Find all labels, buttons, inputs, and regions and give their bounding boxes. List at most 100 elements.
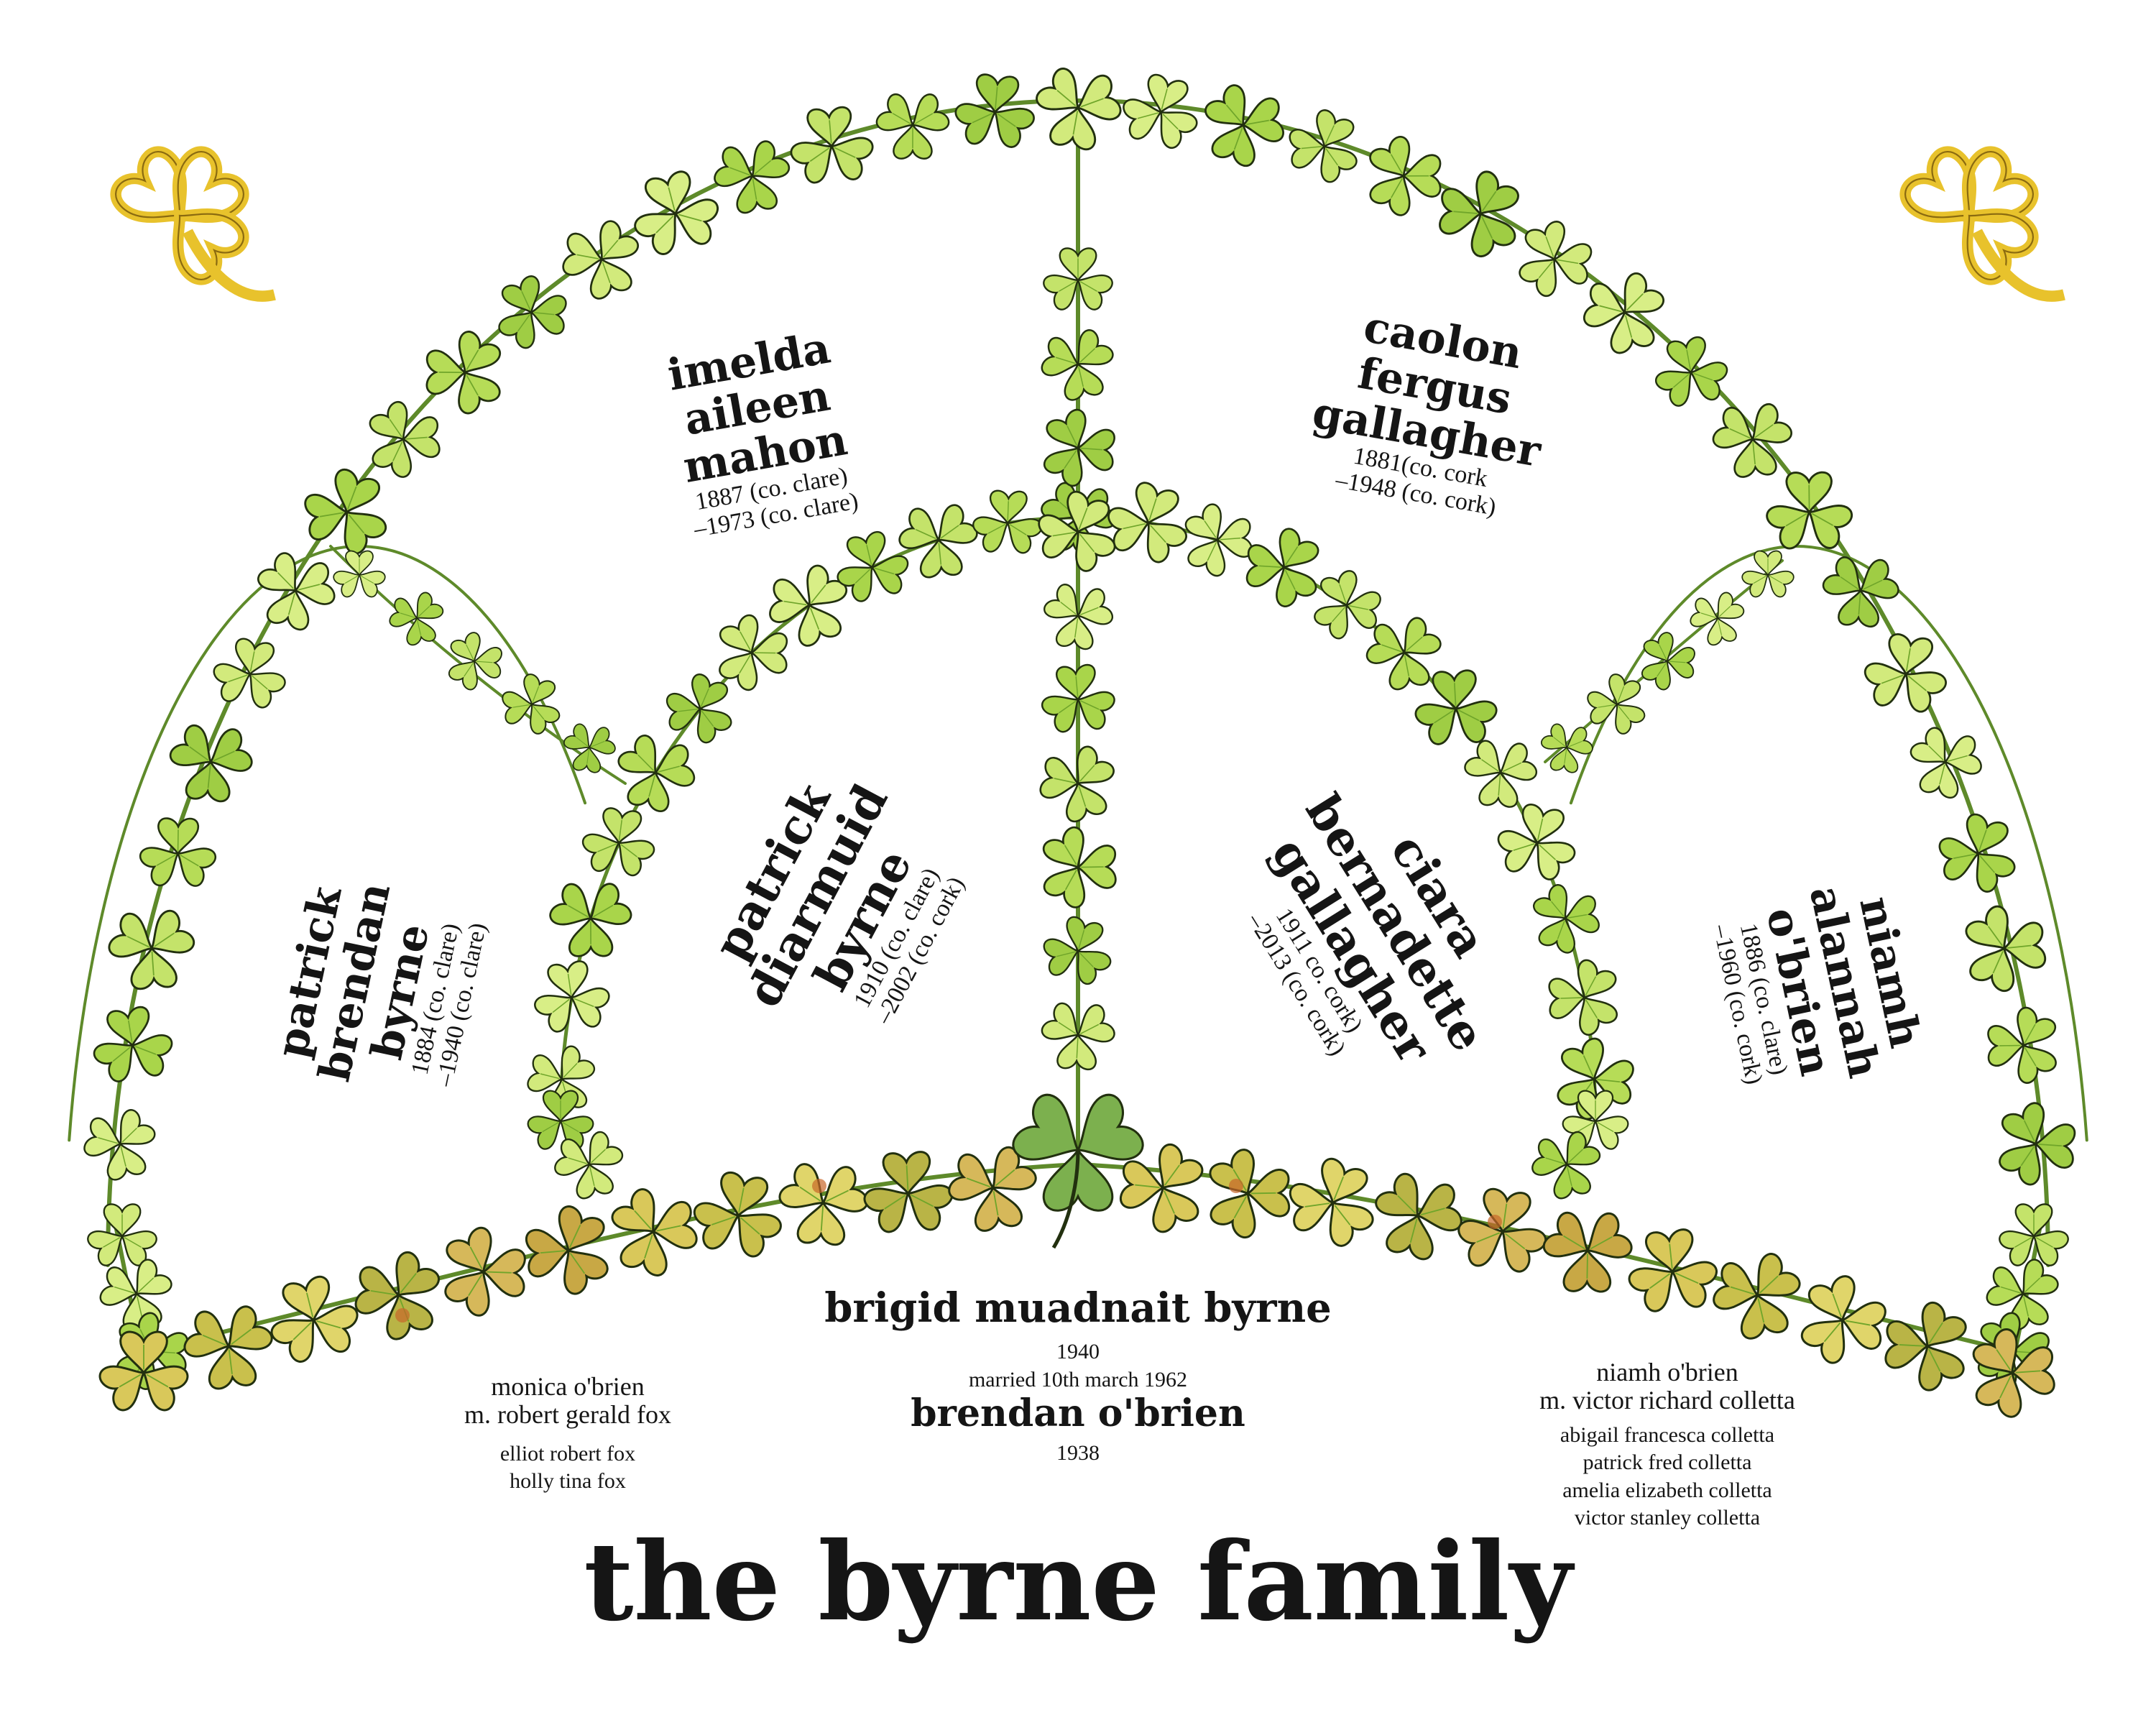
shamrock-icon [1654,336,1728,407]
shamrock-icon [948,1146,1037,1232]
celtic-knot-shamrock-icon [110,146,276,302]
shamrock-icon [1533,884,1600,954]
center-married: married 10th march 1962 [968,1367,1188,1392]
shamrock-icon [1043,247,1113,310]
shamrock-icon [714,140,791,214]
shamrock-icon [693,1171,782,1258]
shamrock-icon [333,550,386,598]
shamrock-icon [1289,109,1358,183]
shamrock-icon [954,73,1035,148]
shamrock-icon [863,1151,954,1233]
rust-accent [812,1179,826,1193]
shamrock-icon [1042,826,1117,908]
shamrock-icon [354,1251,440,1340]
shamrock-icon [1909,727,1982,799]
shamrock-icon [1987,1006,2057,1084]
right-family: niamh o'brien m. victor richard colletta… [1539,1358,1795,1530]
shamrock-icon [1548,959,1618,1036]
shamrock-icon [87,1203,157,1266]
shamrock-icon [1439,170,1519,257]
center-shamrock-icon [1012,1093,1144,1249]
center-spouse: brendan o'brien [911,1392,1245,1436]
shamrock-icon [563,723,616,773]
page-title: the byrne family [584,1519,1572,1645]
shamrock-icon [790,106,874,184]
shamrock-icon [448,632,502,691]
shamrock-icon [972,489,1043,554]
center-spouse-born: 1938 [1056,1441,1100,1466]
shamrock-icon [1497,804,1576,880]
shamrock-icon [1043,916,1112,985]
shamrock-icon [1864,633,1947,713]
left-family: monica o'brien m. robert gerald fox elli… [464,1372,671,1494]
shamrock-icon [1531,1131,1601,1200]
rust-accent [1488,1215,1502,1229]
shamrock-icon [425,331,502,415]
shamrock-icon [93,1006,173,1082]
shamrock-icon [1972,1328,2055,1418]
shamrock-icon [83,1109,156,1181]
shamrock-icon [1542,1211,1633,1293]
shamrock-icon [1041,329,1114,401]
shamrock-icon [611,1188,698,1276]
shamrock-icon [1519,221,1593,298]
shamrock-icon [1457,1187,1547,1273]
shamrock-icon [139,817,217,887]
shamrock-icon [1107,482,1187,564]
celtic-knot-ornaments [110,146,2065,302]
shamrock-icon [169,724,253,803]
shamrock-icon [634,170,719,255]
shamrock-icon [1038,490,1116,572]
shamrock-icon [270,1275,359,1363]
shamrock-icon [1314,570,1381,640]
center-name: brigid muadnait byrne [824,1284,1332,1332]
shamrock-icon [1583,272,1664,354]
shamrock-icon [1938,813,2016,893]
shamrock-icon [1999,1203,2069,1266]
shamrock-icon [1713,1253,1801,1340]
shamrock-icon [1741,550,1795,598]
shamrock-icon [837,530,909,602]
shamrock-icon [1365,617,1442,691]
shamrock-icon [1884,1301,1967,1392]
shamrock-icon [213,638,286,709]
shamrock-icon [1041,663,1115,733]
shamrock-icon [98,1330,189,1412]
ancestor-imelda: imelda aileen mahon 1887 (co. clare) –19… [663,323,861,543]
center-couple: brigid muadnait byrne 1940 married 10th … [791,1287,1365,1468]
shamrock-icon [1712,402,1792,478]
shamrock-icon [1965,905,2047,992]
shamrock-icon [1369,135,1442,216]
shamrock-icon [898,504,978,579]
shamrock-icon [769,564,848,647]
shamrock-icon [1587,673,1646,735]
shamrock-icon [665,673,732,744]
shamrock-icon [1375,1172,1462,1261]
center-born: 1940 [1056,1340,1100,1364]
shamrock-icon [1036,68,1122,151]
shamrock-icon [444,1226,526,1317]
shamrock-icon [1822,556,1899,627]
shamrock-icon [108,909,195,990]
shamrock-icon [549,883,632,957]
vine-stem [1544,559,1784,763]
shamrock-icon [1541,723,1593,773]
shamrock-icon [554,1131,624,1200]
shamrock-icon [304,469,387,555]
shamrock-icon [1043,408,1115,487]
shamrock-icon [1999,1102,2076,1186]
shamrock-icon [1289,1157,1374,1247]
shamrock-icon [498,275,567,349]
shamrock-icon [1464,740,1537,808]
shamrock-icon [778,1163,869,1246]
shamrock-icon [1209,1149,1291,1239]
shamrock-icon [257,552,336,631]
shamrock-icon [1245,528,1319,607]
celtic-knot-shamrock-icon [1899,146,2065,302]
shamrock-icon [581,807,655,877]
shamrock-icon [1039,745,1115,823]
shamrock-icon [1628,1228,1718,1312]
shamrock-icon [1041,1002,1115,1070]
shamrock-vines [83,68,2076,1418]
